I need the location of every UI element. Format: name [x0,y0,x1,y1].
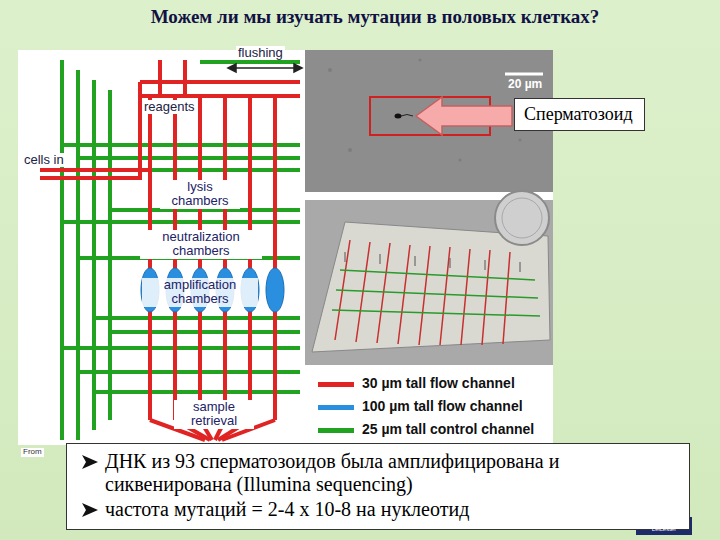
chamber-label: sample retrieval [174,400,254,429]
legend-text: 30 µm tall flow channel [362,376,515,391]
slide-title: Можем ли мы изучать мутации в половых кл… [40,6,710,28]
legend-swatch [318,405,354,410]
channel-label: flushing [236,46,285,60]
bullet-arrow [81,454,99,470]
legend-swatch [318,382,354,387]
bullet-arrow [81,502,99,518]
chamber-label: lysis chambers [160,180,240,209]
legend-swatch [318,428,354,433]
channel-label: cells in [22,153,66,167]
logo-text: University of Leicester [638,519,690,532]
bullet-text: ДНК из 93 сперматозоидов была амплифицир… [105,450,605,496]
legend-text: 100 µm tall flow channel [362,399,523,414]
bullet-text: частота мутаций = 2-4 x 10-8 на нуклеоти… [105,498,679,521]
bullet-row: ДНК из 93 сперматозоидов была амплифицир… [77,450,679,496]
chamber-label: amplification chambers [142,278,258,307]
callout-box: Сперматозоид [514,98,645,131]
scale-label: 20 µm [508,78,552,91]
chamber-label: neutralization chambers [140,230,262,259]
text-box: ДНК из 93 сперматозоидов была амплифицир… [66,443,690,530]
channel-label: reagents [142,100,197,114]
source-note: From [21,448,44,457]
bullet-row: частота мутаций = 2-4 x 10-8 на нуклеоти… [77,498,679,521]
legend-text: 25 µm tall control channel [362,422,534,437]
callout-text: Сперматозоид [524,104,635,125]
